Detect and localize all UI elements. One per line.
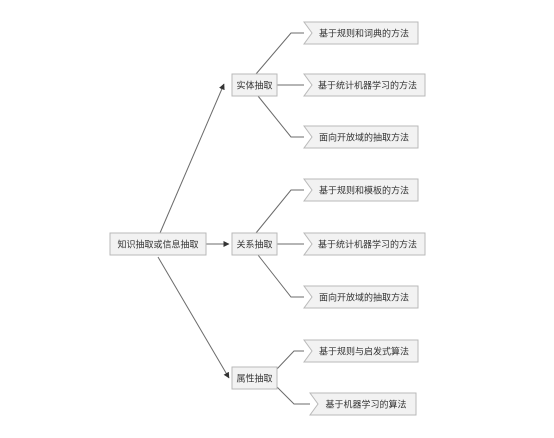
leaf-node-attribute-ml[interactable]: 基于机器学习的算法 <box>309 392 417 416</box>
connector-entity-leaf-3 <box>257 95 304 138</box>
connector-relation-leaf-3 <box>257 254 304 298</box>
leaf-node-relation-rules-templates[interactable]: 基于规则和模板的方法 <box>303 178 419 202</box>
connector-root-entity <box>159 83 225 234</box>
leaf-node-entity-statistical-ml[interactable]: 基于统计机器学习的方法 <box>303 73 426 97</box>
branch-connectors <box>255 32 310 405</box>
leaf-node-label: 基于机器学习的算法 <box>325 399 406 411</box>
branch-node-label: 属性抽取 <box>236 373 272 385</box>
leaf-node-label: 基于统计机器学习的方法 <box>318 80 417 92</box>
branch-node-relation[interactable]: 关系抽取 <box>231 232 278 256</box>
leaf-node-relation-open-domain[interactable]: 面向开放域的抽取方法 <box>303 285 419 309</box>
leaf-node-label: 基于统计机器学习的方法 <box>318 239 417 251</box>
root-node-label: 知识抽取或信息抽取 <box>117 239 198 251</box>
branch-node-attribute[interactable]: 属性抽取 <box>231 366 278 390</box>
leaf-node-label: 基于规则与启发式算法 <box>319 346 409 358</box>
connector-entity-leaf-1 <box>255 32 304 75</box>
connector-root-attribute <box>157 256 230 379</box>
leaf-node-label: 面向开放域的抽取方法 <box>319 132 409 144</box>
leaf-node-label: 基于规则和模板的方法 <box>319 185 409 197</box>
branch-node-label: 关系抽取 <box>236 239 272 251</box>
connector-attribute-leaf-2 <box>275 385 310 405</box>
branch-node-entity[interactable]: 实体抽取 <box>231 73 278 97</box>
leaf-node-entity-rules-dictionary[interactable]: 基于规则和词典的方法 <box>303 21 419 45</box>
leaf-node-label: 面向开放域的抽取方法 <box>319 292 409 304</box>
branch-node-label: 实体抽取 <box>236 80 272 92</box>
leaf-node-label: 基于规则和词典的方法 <box>319 28 409 40</box>
leaf-node-attribute-rules-heuristic[interactable]: 基于规则与启发式算法 <box>303 339 419 363</box>
root-node[interactable]: 知识抽取或信息抽取 <box>109 232 207 256</box>
connector-relation-leaf-1 <box>255 189 304 234</box>
leaf-node-relation-statistical-ml[interactable]: 基于统计机器学习的方法 <box>303 232 426 256</box>
root-connectors <box>157 83 230 379</box>
leaf-node-entity-open-domain[interactable]: 面向开放域的抽取方法 <box>303 125 419 149</box>
connector-attribute-leaf-1 <box>275 350 304 371</box>
